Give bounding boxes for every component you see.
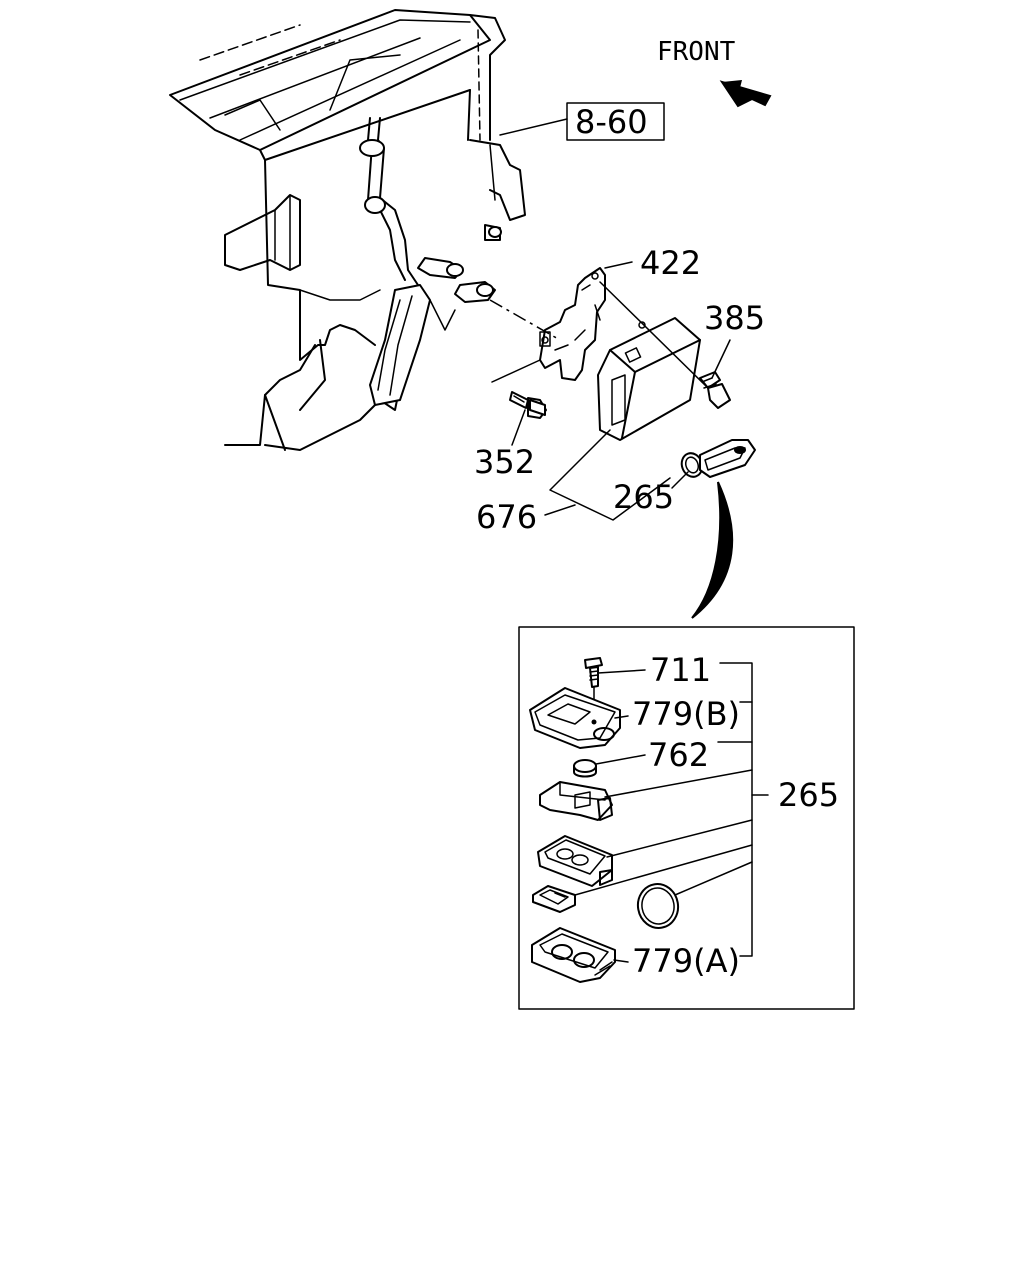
- alignment-line: [489, 299, 561, 341]
- reference-label: 8-60: [575, 103, 648, 141]
- bolt-leader: [711, 339, 731, 379]
- bracket-bolt-line: [599, 281, 709, 389]
- bracket-label: 422: [640, 244, 701, 282]
- detail-screw-leader: [597, 669, 646, 674]
- screw-leader: [511, 409, 526, 446]
- detail-lower-case-leader: [613, 959, 629, 963]
- detail-box: [518, 626, 855, 1010]
- bracket-leader: [604, 261, 633, 269]
- screw-label: 352: [474, 443, 535, 481]
- key-fob-drawing: [680, 439, 756, 478]
- detail-ring-drawing: [636, 883, 680, 929]
- detail-upper-case-leader: [614, 715, 629, 719]
- detail-lower-case-label: 779(A): [632, 942, 740, 980]
- detail-frame-leader: [604, 769, 753, 798]
- front-arrow-head: [722, 80, 742, 96]
- detail-battery-leader: [595, 754, 646, 765]
- detail-assembly-label: 265: [778, 776, 839, 814]
- control-unit-drawing: [597, 317, 701, 441]
- detail-frame-drawing: [539, 781, 613, 821]
- bracket-drawing: [539, 267, 606, 381]
- control-unit-leader: [544, 504, 576, 516]
- reference-box: [566, 102, 665, 141]
- detail-board-leader: [606, 819, 753, 858]
- detail-battery-drawing: [573, 759, 597, 778]
- screw-alignment: [491, 359, 541, 383]
- bolt-label: 385: [704, 299, 765, 337]
- detail-group-bracket: [719, 662, 753, 957]
- detail-lower-case-drawing: [531, 927, 616, 983]
- detail-battery-label: 762: [648, 736, 709, 774]
- control-unit-bracket: [549, 429, 671, 521]
- detail-upper-case-label: 779(B): [632, 695, 740, 733]
- reference-leader: [499, 118, 568, 136]
- detail-upper-case-drawing: [529, 687, 621, 749]
- detail-plate-leader: [574, 844, 753, 896]
- bolt-drawing: [699, 371, 731, 409]
- control-unit-label: 676: [476, 498, 537, 536]
- detail-arrow: [691, 481, 734, 619]
- key-fob-label: 265: [613, 478, 674, 516]
- key-fob-leader: [671, 471, 689, 489]
- screw-drawing: [509, 391, 547, 419]
- detail-plate-drawing: [532, 885, 576, 913]
- detail-screw-label: 711: [650, 651, 711, 689]
- detail-board-drawing: [537, 835, 613, 887]
- hvac-unit-drawing: [169, 9, 526, 451]
- detail-ring-leader: [674, 861, 753, 896]
- front-label: FRONT: [657, 37, 736, 67]
- detail-screw-drawing: [584, 657, 603, 688]
